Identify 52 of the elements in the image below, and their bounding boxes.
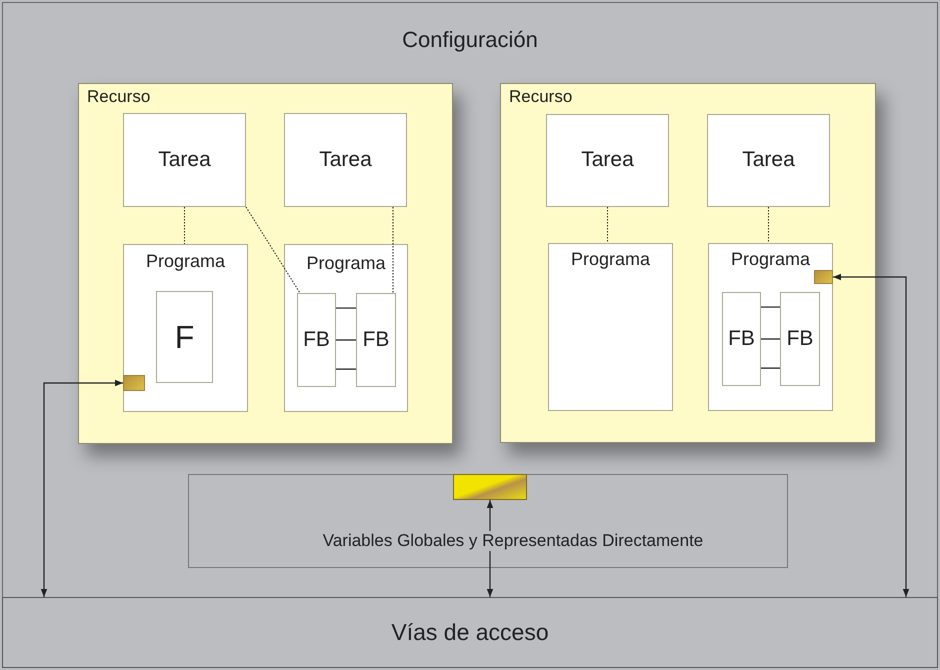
arrow <box>486 500 494 597</box>
dotted-link <box>246 206 300 294</box>
resource-panel <box>500 83 876 443</box>
node-label: Programa <box>570 249 650 270</box>
function-block-box <box>780 292 820 386</box>
task-box <box>284 113 407 207</box>
area-title: Configuración <box>402 27 538 52</box>
configuration-area <box>2 2 938 598</box>
dotted-link <box>392 206 394 294</box>
node-label: Tarea <box>581 148 634 173</box>
variable-square <box>453 474 527 500</box>
arrow <box>40 380 123 597</box>
port-square <box>814 270 833 284</box>
function-block-box <box>722 292 761 386</box>
node-label: Tarea <box>319 148 372 172</box>
port-square <box>123 375 145 391</box>
dotted-link <box>607 206 608 244</box>
function-block-box <box>356 293 396 387</box>
area-title: Recurso <box>509 87 572 107</box>
dotted-link <box>768 206 769 244</box>
node-label: Vías de acceso <box>391 619 549 646</box>
program-box <box>548 243 673 411</box>
dotted-link <box>184 206 185 244</box>
node-label: FB <box>303 328 330 352</box>
node-label: FB <box>362 328 390 352</box>
node-label: F <box>174 318 194 356</box>
program-box <box>123 244 248 412</box>
connector-line <box>761 368 780 369</box>
connector-line <box>336 339 356 341</box>
connector-line <box>761 306 780 308</box>
function-block-box <box>297 293 336 387</box>
resource-panel <box>78 83 453 444</box>
connector-line <box>336 368 356 370</box>
node-label: Tarea <box>158 148 211 172</box>
access-paths-bar <box>2 597 938 668</box>
function-box <box>156 291 213 383</box>
node-label: Programa <box>730 249 810 270</box>
node-label: Tarea <box>742 148 795 173</box>
program-box <box>284 244 408 412</box>
global-variables-box <box>188 474 788 568</box>
program-box <box>708 243 833 411</box>
area-title: Recurso <box>87 87 150 107</box>
node-label: FB <box>786 326 814 352</box>
node-label: FB <box>728 326 755 352</box>
node-label: Programa <box>146 251 226 272</box>
connector-line <box>336 307 356 309</box>
arrow <box>833 274 910 597</box>
node-label: Programa <box>306 253 386 274</box>
task-box <box>123 113 246 207</box>
task-box <box>707 114 830 207</box>
task-box <box>546 114 669 207</box>
connector-line <box>761 338 780 340</box>
